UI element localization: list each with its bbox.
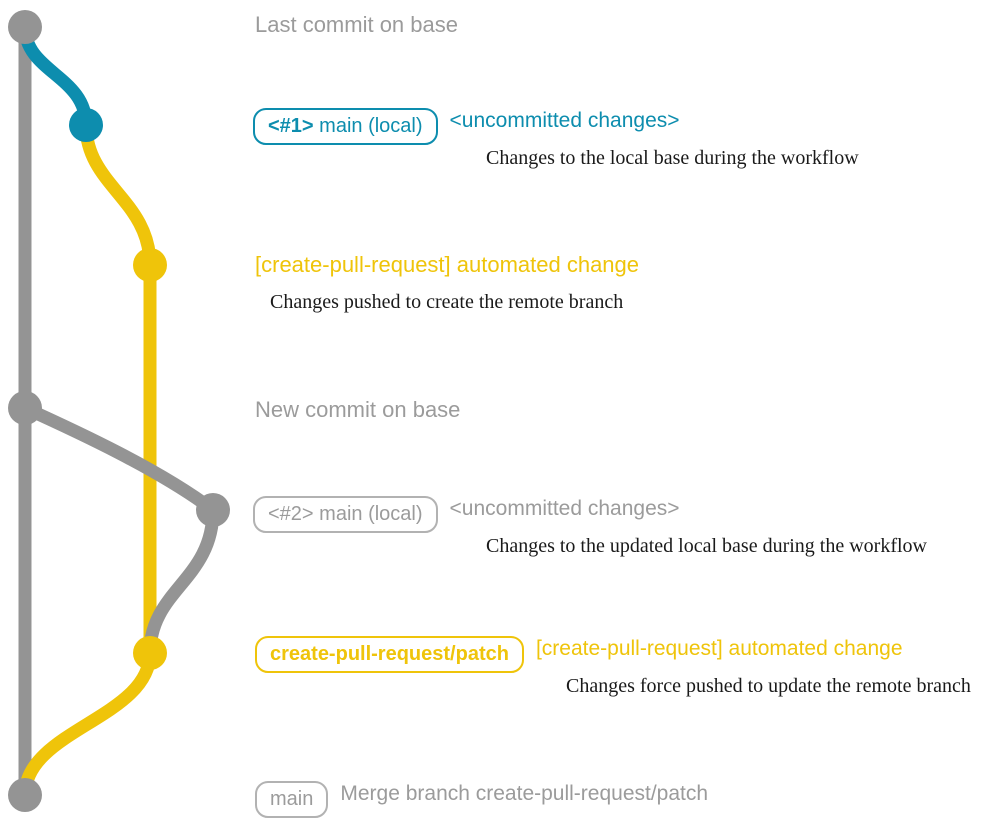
edge-patch2-to-merge xyxy=(18,646,157,802)
ref-badge-main[interactable]: main xyxy=(255,781,329,818)
commit-node-patch-2 xyxy=(133,636,167,670)
commit-node-base-last xyxy=(8,10,42,44)
commit-subject-new-commit-on-base: New commit on base xyxy=(255,397,461,422)
graph-row-last-commit-on-base: Last commit on base xyxy=(255,12,458,38)
graph-row-merge-commit: main Merge branch create-pull-request/pa… xyxy=(255,781,708,818)
graph-row-new-commit-on-base: New commit on base xyxy=(255,397,460,423)
commit-node-base-new xyxy=(8,391,42,425)
commit-subject-last-commit-on-base: Last commit on base xyxy=(255,12,458,37)
graph-row-local-uncommitted-1: <#1> main (local) <uncommitted changes> xyxy=(253,108,680,145)
commit-description-automated-change-update: Changes force pushed to update the remot… xyxy=(566,675,971,697)
ref-badge-name-patch: create-pull-request/patch xyxy=(270,643,509,665)
commit-subject-automated-change-update: [create-pull-request] automated change xyxy=(535,637,903,660)
graph-row-automated-change-create: [create-pull-request] automated change xyxy=(255,252,639,278)
commit-node-local-2 xyxy=(196,493,230,527)
commit-node-local-1 xyxy=(69,108,103,142)
ref-badge-create-pull-request-patch[interactable]: create-pull-request/patch xyxy=(255,636,524,673)
graph-row-automated-change-update: create-pull-request/patch [create-pull-r… xyxy=(255,636,903,673)
edge-local1-to-patch1 xyxy=(79,118,157,272)
ref-badge-name-2: main (local) xyxy=(313,503,423,525)
ref-badge-name-1: main (local) xyxy=(313,115,423,137)
commit-subject-automated-change-create: [create-pull-request] automated change xyxy=(255,252,640,277)
commit-description-uncommitted-1: Changes to the local base during the wor… xyxy=(486,147,859,169)
edge-basenew-to-local2 xyxy=(18,401,220,517)
edge-local2-to-patch2 xyxy=(143,503,220,660)
ref-badge-index-2: <#2> xyxy=(268,503,314,525)
ref-badge-main-local-1[interactable]: <#1> main (local) xyxy=(253,108,438,145)
ref-badge-index-1: <#1> xyxy=(268,115,314,137)
graph-row-local-uncommitted-2: <#2> main (local) <uncommitted changes> xyxy=(253,496,680,533)
commit-node-base-merge xyxy=(8,778,42,812)
ref-badge-main-local-2[interactable]: <#2> main (local) xyxy=(253,496,438,533)
commit-subject-merge: Merge branch create-pull-request/patch xyxy=(340,782,709,805)
commit-description-automated-change-create: Changes pushed to create the remote bran… xyxy=(270,291,624,313)
commit-subject-uncommitted-2: <uncommitted changes> xyxy=(449,497,680,520)
edge-base-to-local1 xyxy=(18,20,93,132)
ref-badge-name-main: main xyxy=(270,788,314,810)
commit-subject-uncommitted-1: <uncommitted changes> xyxy=(449,109,680,132)
commit-description-uncommitted-2: Changes to the updated local base during… xyxy=(486,535,927,557)
commit-node-patch-1 xyxy=(133,248,167,282)
commit-graph xyxy=(8,10,230,812)
